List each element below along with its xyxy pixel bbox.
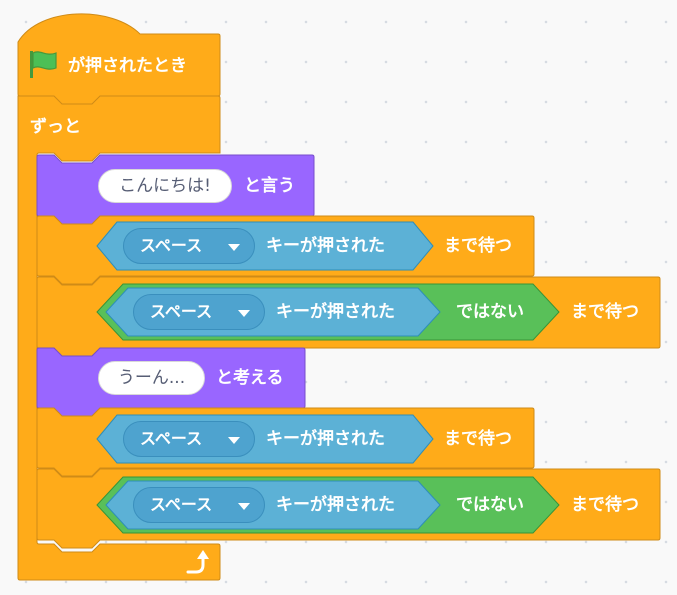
key-pressed-label: キーが押された [266,236,385,256]
key-dropdown[interactable]: スペース [123,421,255,457]
hat-block-label: が押されたとき [68,56,187,76]
green-flag-icon [30,51,57,78]
key-dropdown[interactable]: スペース [133,487,265,523]
say-block-label: と言う [244,176,295,196]
not-operator-label: ではない [456,495,524,515]
key-pressed-label: キーが押された [276,302,395,322]
key-dropdown[interactable]: スペース [123,228,255,264]
think-block-label: と考える [216,368,284,388]
forever-block-shape[interactable] [17,95,221,581]
chevron-down-icon [238,310,250,317]
chevron-down-icon [228,244,240,251]
forever-block-label: ずっと [30,117,81,137]
not-operator-label: ではない [456,302,524,322]
say-message-input[interactable]: こんにちは! [98,169,232,203]
key-dropdown-value: スペース [140,236,203,255]
chevron-down-icon [228,437,240,444]
wait-until-label: まで待つ [444,429,512,449]
key-pressed-label: キーが押された [266,429,385,449]
key-dropdown-value: スペース [150,495,213,514]
wait-until-label: まで待つ [571,495,639,515]
key-dropdown-value: スペース [140,429,203,448]
when-flag-clicked-hat-shape[interactable] [17,13,221,105]
think-message-input[interactable]: うーん... [98,361,205,395]
wait-until-label: まで待つ [444,236,512,256]
key-dropdown-value: スペース [150,302,213,321]
wait-until-label: まで待つ [571,302,639,322]
chevron-down-icon [238,503,250,510]
loop-arrow-icon [186,550,209,574]
key-pressed-label: キーが押された [276,495,395,515]
key-dropdown[interactable]: スペース [133,294,265,330]
